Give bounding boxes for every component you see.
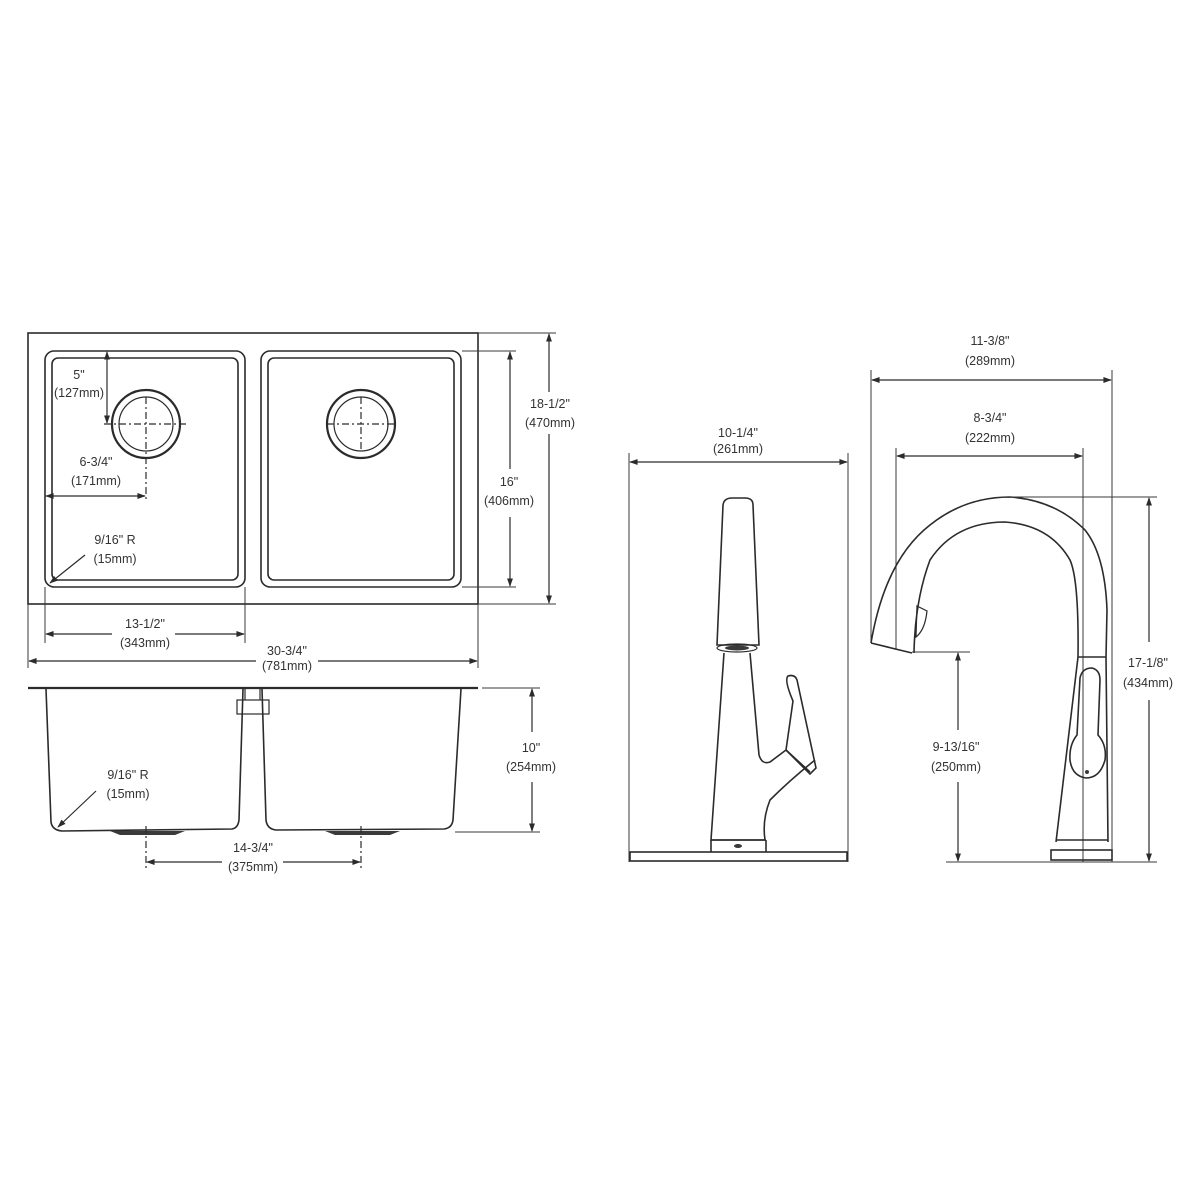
bowl-depth-metric: (406mm): [484, 494, 534, 508]
overall-height-metric: (434mm): [1123, 676, 1173, 690]
gooseneck-spout: [870, 496, 1108, 658]
overall-width-label: 30-3/4": [267, 644, 307, 658]
sink-front-view: 9/16" R (15mm) 10" (254mm) 14-3/4" (375m…: [28, 686, 556, 874]
left-drain-icon: [104, 388, 186, 502]
spray-head: [716, 497, 760, 646]
left-bowl-profile: [45, 688, 244, 832]
overall-depth-metric: (470mm): [525, 416, 575, 430]
bowl-width-metric: (343mm): [120, 636, 170, 650]
overall-reach-metric: (289mm): [965, 354, 1015, 368]
faucet-side-base: [1050, 849, 1113, 861]
faucet-side-view: 11-3/8" (289mm) 8-3/4" (222mm) 9-13/16": [870, 334, 1173, 863]
left-bowl-outer: [44, 350, 246, 588]
overall-reach-label: 11-3/8": [971, 334, 1010, 348]
drain-spacing-label: 14-3/4": [233, 841, 273, 855]
faucet-base-width-label: 10-1/4": [718, 426, 758, 440]
sink-top-view: 5" (127mm) 6-3/4" (171mm) 9/16" R (15mm)…: [27, 332, 575, 673]
faucet-front-view: 10-1/4" (261mm): [628, 426, 849, 862]
bowl-depth-label: 16": [500, 475, 518, 489]
faucet-handle: [785, 674, 817, 776]
spout-clearance-label: 9-13/16": [933, 740, 980, 754]
bowl-depth-front-label: 10": [522, 741, 540, 755]
front-corner-radius-metric: (15mm): [106, 787, 149, 801]
corner-radius-label: 9/16" R: [94, 533, 135, 547]
bowl-width-label: 13-1/2": [125, 617, 165, 631]
right-bowl-outer: [260, 350, 462, 588]
overall-depth-label: 18-1/2": [530, 397, 570, 411]
sink-outer-rim: [27, 332, 479, 605]
faucet-base-width-metric: (261mm): [713, 442, 763, 456]
drain-offset-depth-metric: (127mm): [54, 386, 104, 400]
left-bowl-inner: [51, 357, 239, 581]
drain-spacing-metric: (375mm): [228, 860, 278, 874]
corner-radius-metric: (15mm): [93, 552, 136, 566]
bowl-depth-front-metric: (254mm): [506, 760, 556, 774]
faucet-side-handle: [1069, 667, 1107, 779]
right-bowl-profile: [261, 688, 462, 831]
spray-button: [915, 605, 928, 639]
spout-clearance-metric: (250mm): [931, 760, 981, 774]
right-drain-icon: [325, 388, 397, 460]
spout-reach-label: 8-3/4": [974, 411, 1007, 425]
drain-offset-depth-label: 5": [73, 368, 84, 382]
spout-reach-metric: (222mm): [965, 431, 1015, 445]
overall-width-metric: (781mm): [262, 659, 312, 673]
right-bowl-inner: [267, 357, 455, 581]
front-corner-radius-label: 9/16" R: [107, 768, 148, 782]
faucet-deck-plate: [629, 851, 848, 862]
faucet-body: [710, 652, 816, 841]
drain-offset-side-label: 6-3/4": [80, 455, 113, 469]
drain-offset-side-metric: (171mm): [71, 474, 121, 488]
bowl-divider-clip: [236, 699, 270, 715]
overall-height-label: 17-1/8": [1128, 656, 1168, 670]
